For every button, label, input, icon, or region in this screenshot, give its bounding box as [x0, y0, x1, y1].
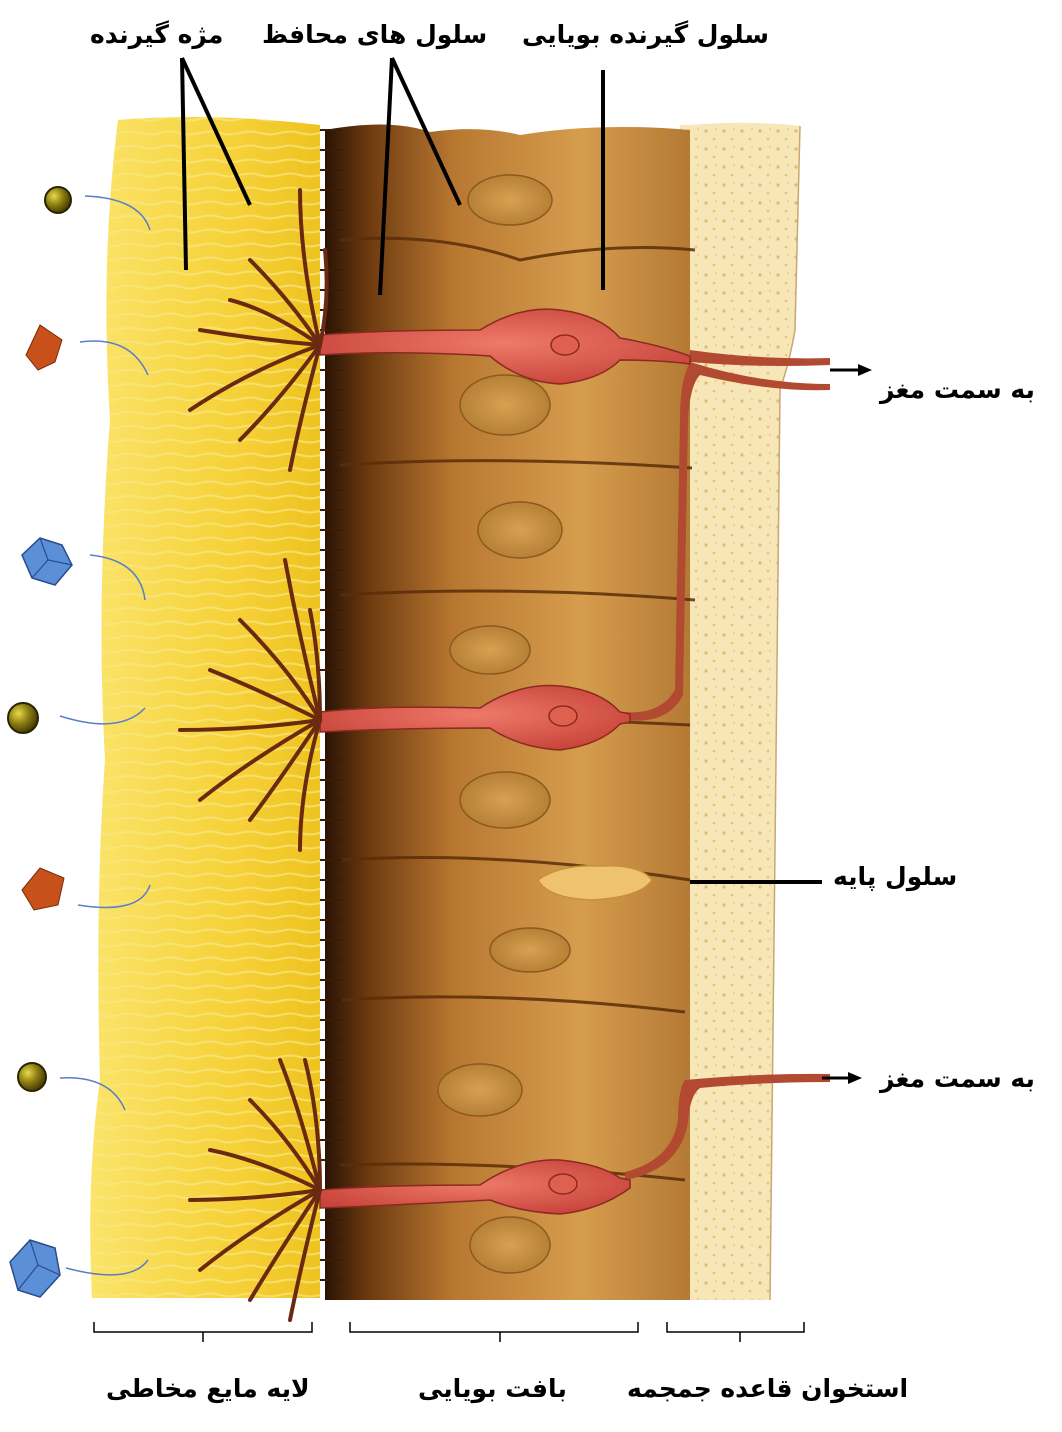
- label-receptor-cilia: مژه گیرنده: [90, 22, 223, 47]
- bottom-brackets: [94, 1322, 804, 1342]
- arrow-to-brain-1: [830, 364, 872, 376]
- label-protective-cells: سلول های محافظ: [262, 22, 487, 47]
- label-olfactory-receptor-cell: سلول گیرنده بویایی: [522, 22, 769, 47]
- label-basal-cell: سلول پایه: [833, 864, 957, 889]
- arrow-to-brain-2: [822, 1072, 862, 1084]
- label-to-brain-bottom: به سمت مغز: [880, 1066, 1035, 1091]
- label-to-brain-top: به سمت مغز: [880, 377, 1035, 402]
- label-skull-base-bone: استخوان قاعده جمجمه: [627, 1376, 908, 1401]
- label-olfactory-tissue: بافت بویایی: [418, 1376, 567, 1401]
- label-mucus-layer: لایه مایع مخاطی: [106, 1376, 310, 1401]
